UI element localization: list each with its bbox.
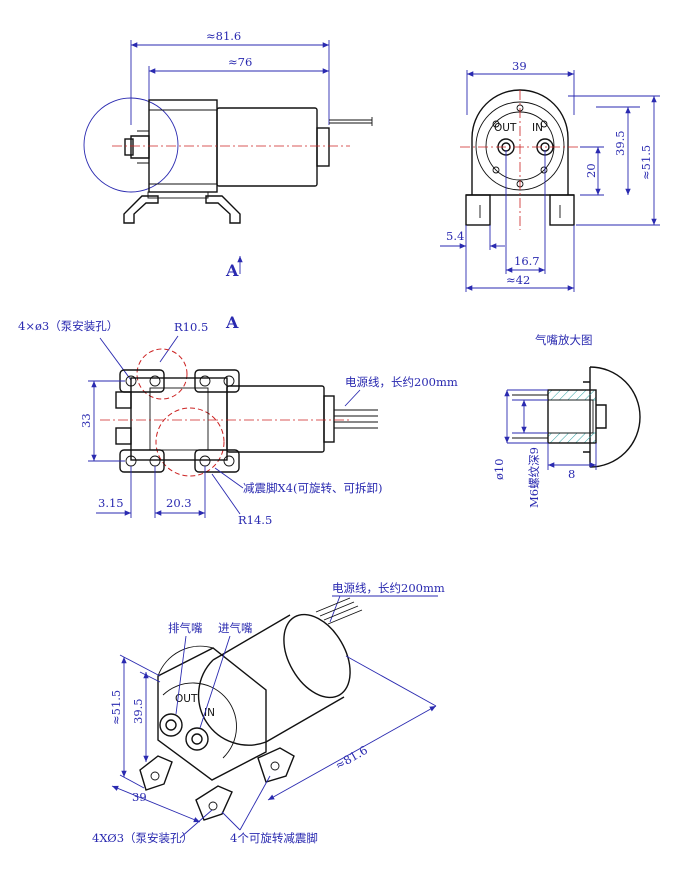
detail-circle <box>83 97 179 193</box>
front-foot-left <box>465 194 491 226</box>
front-view: 39 OUT IN ≈51.5 39.5 <box>440 59 660 292</box>
iso-motor-endcap <box>283 613 351 699</box>
front-foot-right <box>549 194 575 226</box>
nozzle-detail: 气嘴放大图 ø10 M6螺纹深9 8 <box>492 333 641 508</box>
dim-nozzle-length: 8 <box>568 467 575 481</box>
dim-port-height: 20 <box>584 163 598 178</box>
iso-foot-2 <box>195 785 233 821</box>
note-wire: 电源线，长约200mm <box>345 375 458 389</box>
iso-view: 电源线，长约200mm OUT IN 排气嘴 进气嘴 <box>92 581 445 845</box>
plan-motor <box>226 385 325 453</box>
nozzle <box>130 135 150 159</box>
svg-text:IN: IN <box>204 707 215 719</box>
foot-right <box>205 195 241 224</box>
note-iso-holes: 4XØ3（泵安装孔） <box>92 831 193 845</box>
label-exhaust: 排气嘴 <box>168 621 203 635</box>
motor-endcap <box>316 127 330 167</box>
svg-text:OUT: OUT <box>175 693 198 705</box>
dim-plan-height: 33 <box>79 413 93 428</box>
view-a-title: A <box>225 313 239 332</box>
note-iso-feet: 4个可旋转减震脚 <box>230 831 318 845</box>
nozzle-detail-title: 气嘴放大图 <box>535 333 593 347</box>
foot-left <box>123 195 159 224</box>
plan-pump-head <box>130 377 228 461</box>
iso-foot-1 <box>139 755 173 791</box>
dim-iso-length: ≈81.6 <box>333 743 371 773</box>
dim-body-length: ≈76 <box>228 55 252 69</box>
dim-nozzle-thread: M6螺纹深9 <box>527 447 541 508</box>
dim-foot-width: 5.4 <box>446 229 464 243</box>
dim-base-width: ≈42 <box>506 273 530 287</box>
dim-iso-height-axis: 39.5 <box>131 698 145 724</box>
view-a-arrow: A <box>225 256 243 280</box>
dim-nozzle-diameter: ø10 <box>492 458 506 480</box>
view-a: A 4×ø3（泵安装孔） R10.5 电源线，长约200mm <box>18 313 458 527</box>
dim-front-width: 39 <box>512 59 527 73</box>
dim-iso-width: 39 <box>132 790 147 804</box>
dim-hole-spacing: 20.3 <box>166 496 192 510</box>
plan-feet <box>119 369 240 473</box>
dim-front-height-outer: ≈51.5 <box>639 145 653 180</box>
dim-radius-small: R10.5 <box>174 320 208 334</box>
top-view: ≈81.6 ≈76 <box>83 29 373 224</box>
iso-exhaust-nozzle <box>159 713 183 737</box>
dim-port-spacing: 16.7 <box>514 254 540 268</box>
dim-iso-height-outer: ≈51.5 <box>109 690 123 725</box>
note-iso-wire: 电源线，长约200mm <box>332 581 445 595</box>
note-feet: 减震脚X4(可旋转、可拆卸) <box>243 481 382 495</box>
motor-body <box>216 107 318 187</box>
iso-intake-nozzle <box>185 727 209 751</box>
dim-overall-length: ≈81.6 <box>206 29 241 43</box>
view-a-arrow-label: A <box>225 261 239 280</box>
dim-front-height-axis: 39.5 <box>613 130 627 156</box>
dim-left-offset: 3.15 <box>98 496 124 510</box>
dim-radius-large: R14.5 <box>238 513 272 527</box>
label-in: IN <box>532 122 543 134</box>
label-intake: 进气嘴 <box>218 621 253 635</box>
note-mount-holes: 4×ø3（泵安装孔） <box>18 319 118 333</box>
label-out: OUT <box>494 122 517 134</box>
